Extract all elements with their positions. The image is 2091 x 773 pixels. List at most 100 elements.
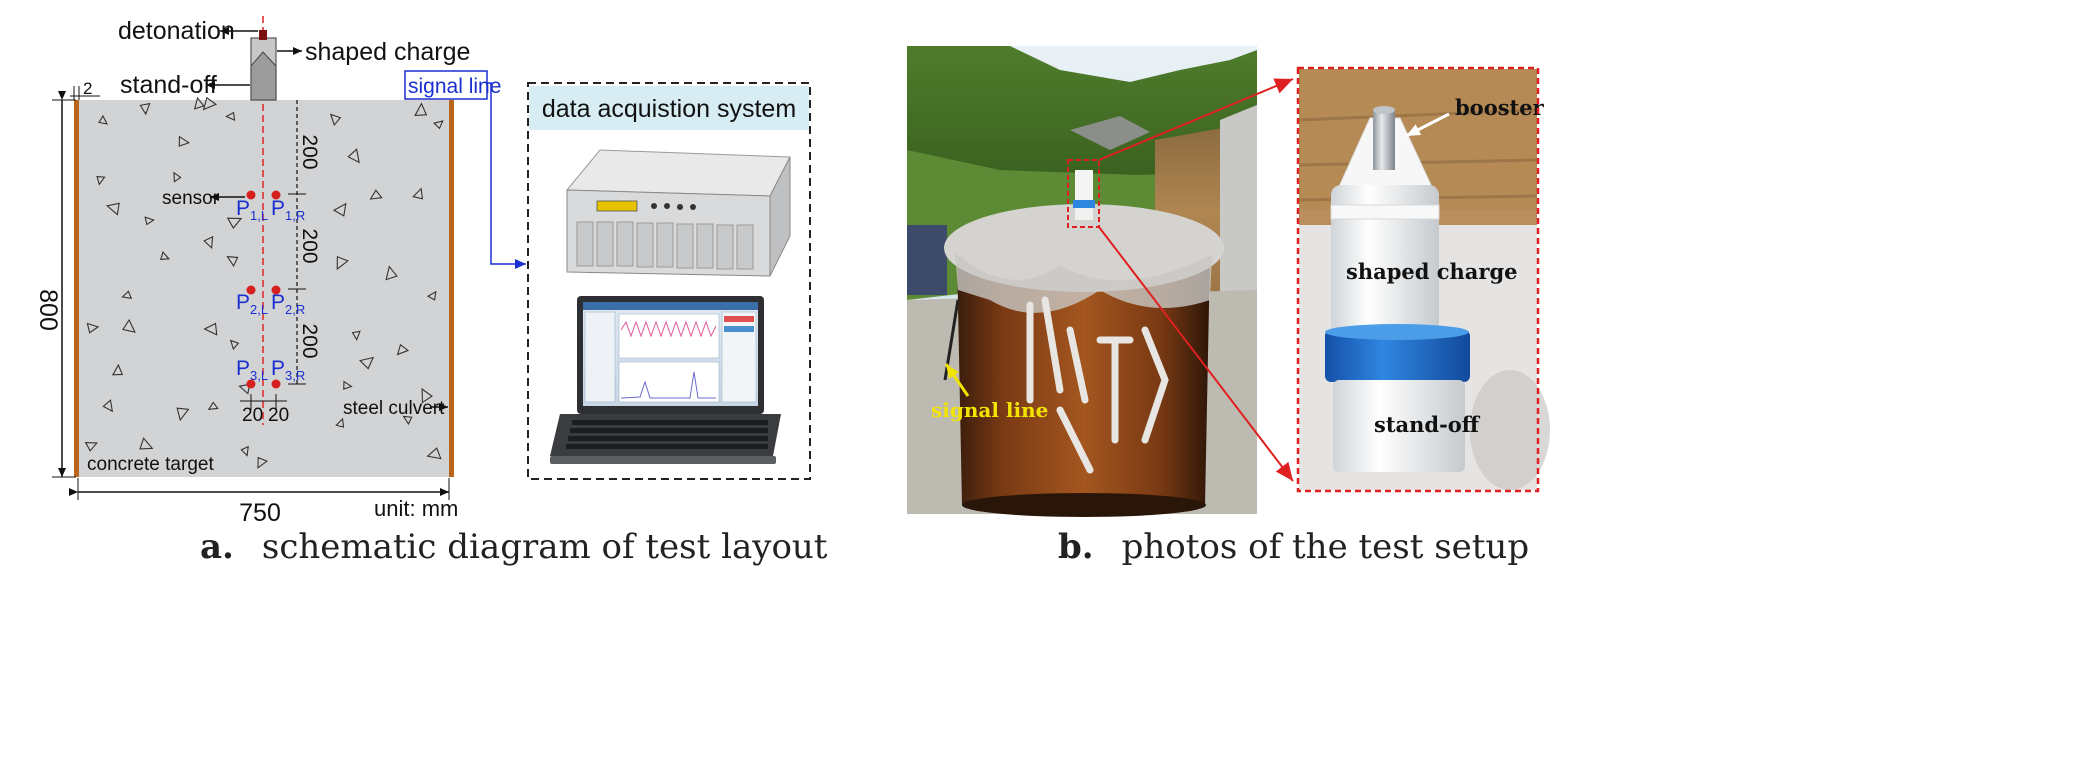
aggregate-triangle — [226, 217, 243, 229]
aggregate-triangle — [385, 265, 398, 281]
aggregate-triangle — [226, 256, 239, 268]
aggregate-triangle — [238, 383, 251, 395]
daq-title: data acquistion system — [542, 95, 796, 123]
aggregate-triangle — [84, 441, 98, 452]
daq-header — [529, 86, 809, 130]
aggregate-triangle — [178, 135, 191, 147]
steel-culvert-left — [74, 100, 79, 477]
caption-a: a. schematic diagram of test layout — [200, 527, 827, 567]
aggregate-triangle — [203, 322, 218, 336]
aggregate-triangle — [121, 290, 133, 300]
offset-left-label: 20 — [242, 405, 263, 426]
zoom-shaped-charge-label: shaped charge — [1346, 259, 1518, 284]
aggregate-triangle — [102, 399, 114, 413]
caption-b: b.photos of the test setup — [1058, 527, 1529, 567]
caption-a-text: schematic diagram of test layout — [261, 527, 828, 567]
laptop-illustration — [550, 296, 781, 464]
aggregate-triangle — [122, 318, 136, 333]
sensor-dot-2L — [246, 285, 256, 295]
sensor-dot-1R — [271, 190, 281, 200]
aggregate-triangle — [229, 339, 240, 351]
shaped-charge-schematic — [250, 30, 277, 101]
photo-signal-arrow — [944, 363, 970, 397]
aggregate-triangle — [159, 251, 171, 260]
aggregate-texture — [84, 96, 444, 469]
photo-panel: signal line booster — [907, 46, 1550, 517]
aggregate-triangle — [396, 343, 410, 356]
aggregate-triangle — [359, 356, 375, 370]
sensor-points — [246, 190, 281, 389]
caption-a-letter: a. — [200, 527, 234, 567]
booster-label: booster — [1455, 95, 1545, 120]
photo-signal-label: signal line — [931, 398, 1048, 422]
width-label: 750 — [239, 499, 281, 527]
standoff-label: stand-off — [120, 71, 217, 99]
setup-photo: signal line — [907, 46, 1257, 517]
unit-label: unit: mm — [374, 496, 458, 521]
steel-culvert-label: steel culvert — [343, 398, 445, 419]
sensor-label-3R: P3,R — [271, 357, 305, 383]
callout-line-bottom — [1098, 226, 1294, 482]
aggregate-triangle — [343, 380, 353, 390]
aggregate-triangle — [207, 401, 219, 410]
daq-box — [527, 82, 811, 480]
aggregate-triangle — [414, 102, 428, 117]
aggregate-triangle — [144, 216, 155, 226]
callout-line-top — [1098, 78, 1294, 161]
aggregate-triangle — [421, 387, 433, 404]
aggregate-triangle — [86, 322, 100, 334]
sensor-label-2R: P2,R — [271, 291, 305, 317]
callout-box-large — [1296, 66, 1540, 493]
aggregate-triangle — [426, 447, 442, 460]
sensor-label-1R: P1,R — [271, 197, 305, 223]
aggregate-triangle — [111, 363, 124, 376]
sensor-dot-3L — [246, 379, 256, 389]
aggregate-triangle — [432, 120, 444, 130]
daq-device-illustration — [565, 149, 791, 277]
aggregate-triangle — [347, 148, 360, 164]
sensor-dot-2R — [271, 285, 281, 295]
aggregate-triangle — [257, 456, 269, 469]
aggregate-triangle — [402, 415, 413, 426]
shaped-charge-label: shaped charge — [305, 38, 470, 66]
aggregate-triangle — [176, 407, 190, 422]
steel-culvert-right — [449, 100, 454, 477]
aggregate-triangle — [173, 171, 182, 183]
spacing-label-2: 200 — [298, 228, 321, 263]
aggregate-triangle — [351, 330, 361, 341]
height-label: 800 — [34, 289, 62, 331]
sensor-dot-3R — [271, 379, 281, 389]
zoom-photo: booster shaped charge stand-off — [1296, 66, 1550, 493]
zoom-standoff-label: stand-off — [1374, 412, 1481, 437]
detonation-label: detonation — [118, 17, 235, 45]
thickness-label: 2 — [83, 79, 92, 98]
aggregate-triangle — [412, 187, 424, 200]
caption-b-text: photos of the test setup — [1121, 527, 1530, 567]
spacing-label-3: 200 — [298, 323, 321, 358]
callout-box-small — [1067, 159, 1100, 228]
sensor-label: sensor — [162, 188, 220, 209]
offset-right-label: 20 — [268, 405, 289, 426]
spacing-label-1: 200 — [298, 134, 321, 169]
aggregate-triangle — [335, 417, 345, 428]
booster-arrow — [1405, 112, 1450, 138]
aggregate-triangle — [98, 114, 108, 125]
sensor-label-1L: P1,L — [236, 197, 268, 223]
sensor-label-3L: P3,L — [236, 357, 268, 383]
aggregate-triangle — [329, 113, 342, 127]
aggregate-triangle — [96, 175, 106, 186]
signal-line-label: signal line — [408, 75, 501, 98]
sensor-dot-1L — [246, 190, 256, 200]
aggregate-triangle — [369, 189, 383, 200]
aggregate-triangle — [139, 102, 151, 116]
signal-line-box — [404, 70, 488, 100]
aggregate-triangle — [202, 96, 218, 111]
aggregate-triangle — [139, 437, 154, 450]
aggregate-triangle — [225, 111, 236, 122]
aggregate-triangle — [193, 96, 205, 110]
aggregate-triangle — [105, 202, 120, 216]
schematic-panel: detonation shaped charge stand-off 2 800… — [34, 16, 811, 527]
aggregate-triangle — [203, 235, 214, 250]
concrete-target-label: concrete target — [87, 454, 214, 475]
